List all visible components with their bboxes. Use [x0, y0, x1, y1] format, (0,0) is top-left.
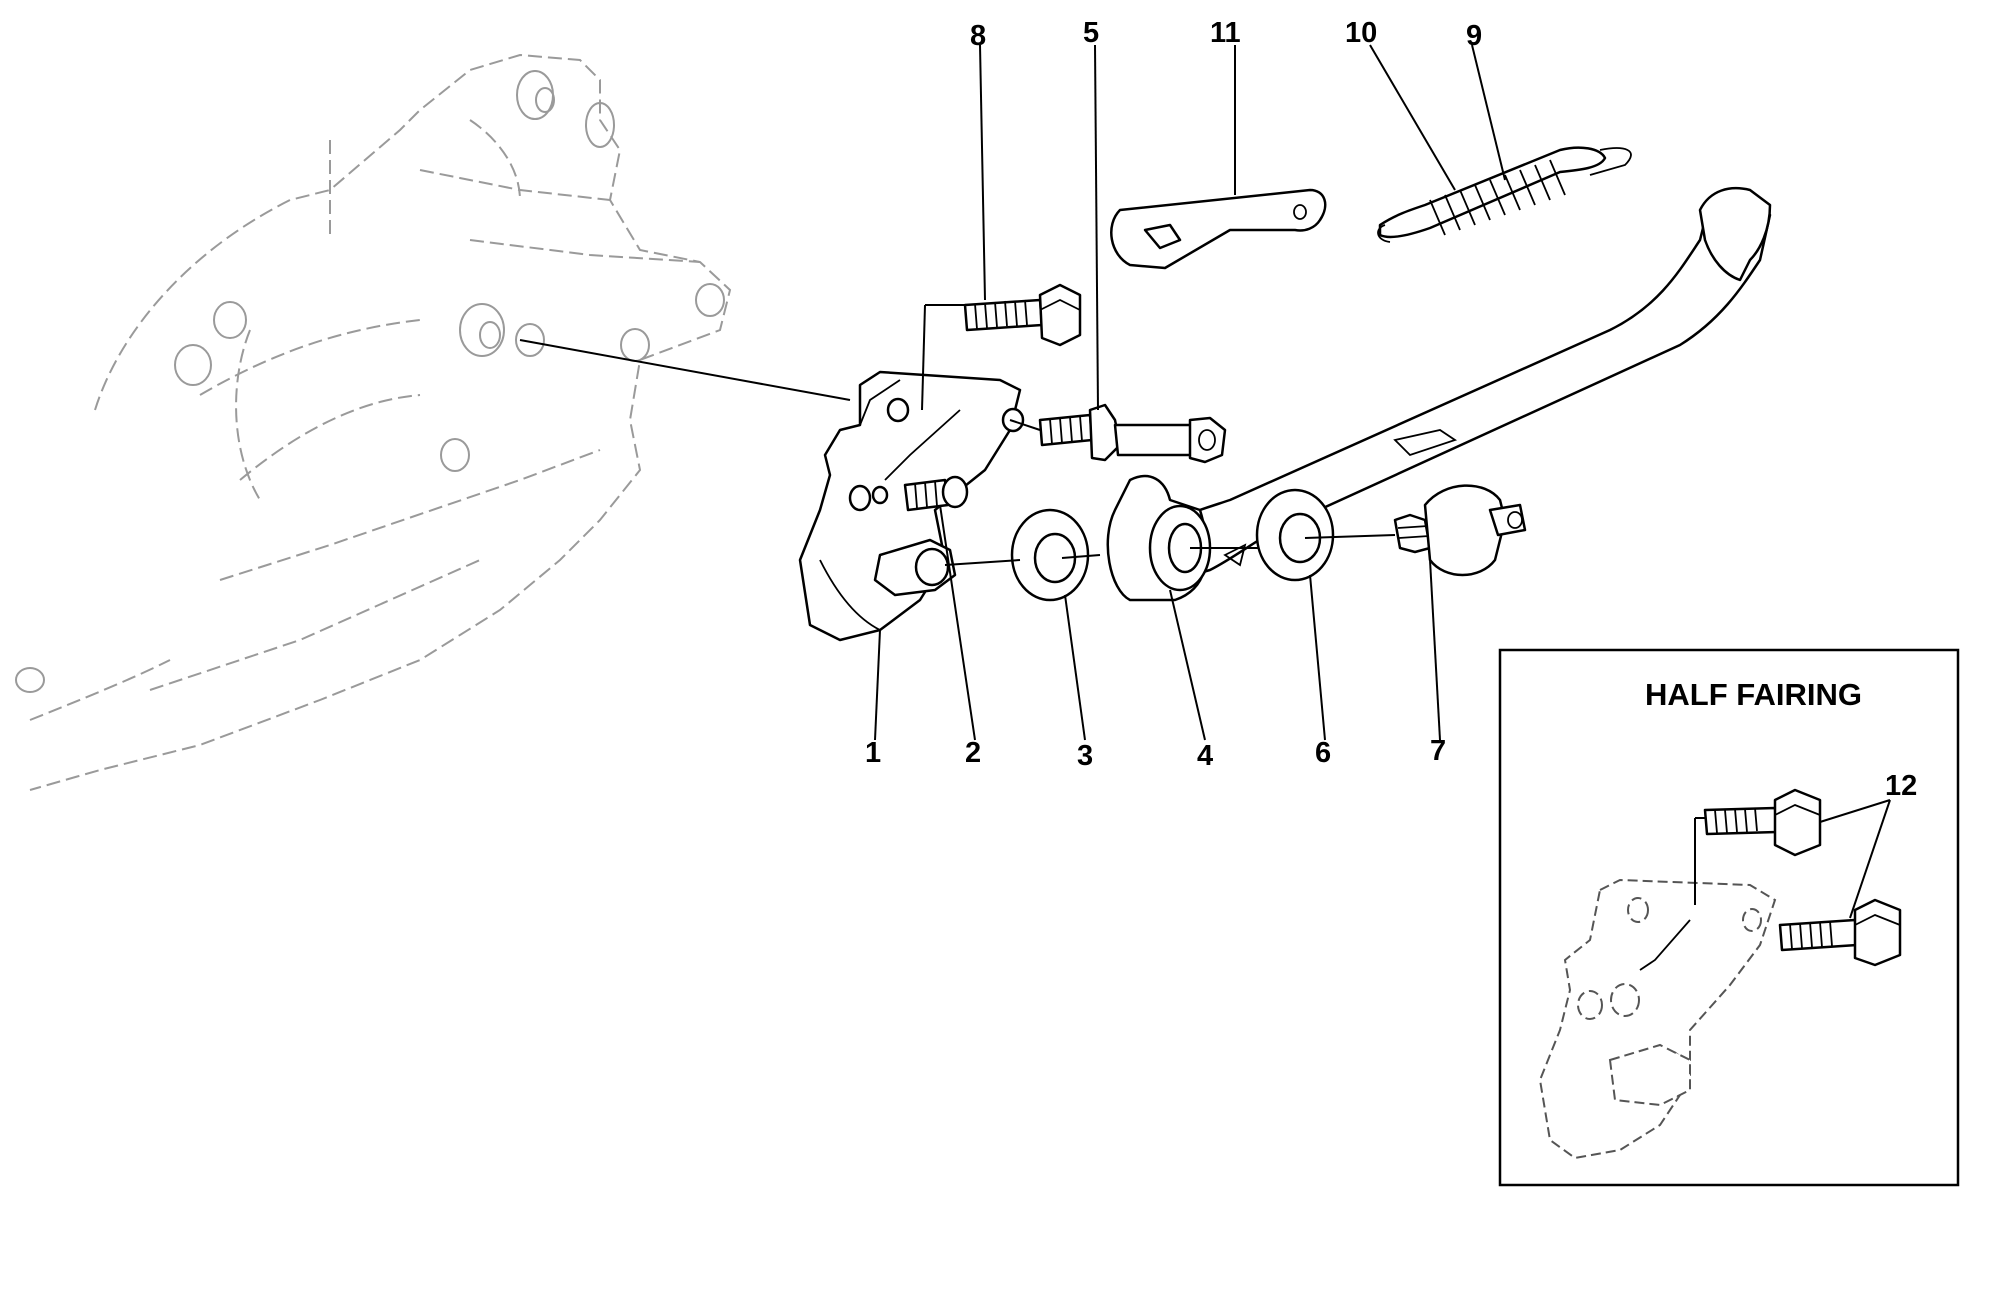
callout-labels: 8 5 11 10 9 1 2 3 4 6 7 12	[865, 17, 1917, 802]
callout-10: 10	[1345, 17, 1377, 49]
callout-12: 12	[1885, 770, 1917, 802]
switch-plate	[1110, 188, 1327, 270]
callout-2: 2	[965, 737, 981, 769]
washer-6	[1255, 488, 1335, 582]
mount-alignment-line	[519, 339, 851, 401]
callout-1: 1	[865, 737, 881, 769]
washer-3	[1010, 508, 1090, 602]
inset-title: HALF FAIRING	[1645, 677, 1862, 712]
return-spring	[1377, 146, 1632, 243]
callout-11: 11	[1210, 17, 1241, 49]
small-screw	[903, 475, 969, 512]
stand-stop-bolt	[1393, 484, 1527, 577]
half-fairing-inset: HALF FAIRING	[1498, 648, 1960, 1187]
side-stand-leg	[1106, 186, 1772, 602]
callout-4: 4	[1197, 740, 1213, 772]
callout-6: 6	[1315, 737, 1331, 769]
callout-5: 5	[1083, 17, 1099, 49]
callout-8: 8	[970, 20, 986, 52]
callout-9: 9	[1466, 20, 1482, 52]
bracket-bolt	[963, 283, 1082, 347]
pivot-bolt	[1038, 403, 1227, 464]
callout-7: 7	[1430, 735, 1446, 767]
callout-3: 3	[1077, 740, 1093, 772]
engine-casing-outline	[15, 53, 732, 791]
